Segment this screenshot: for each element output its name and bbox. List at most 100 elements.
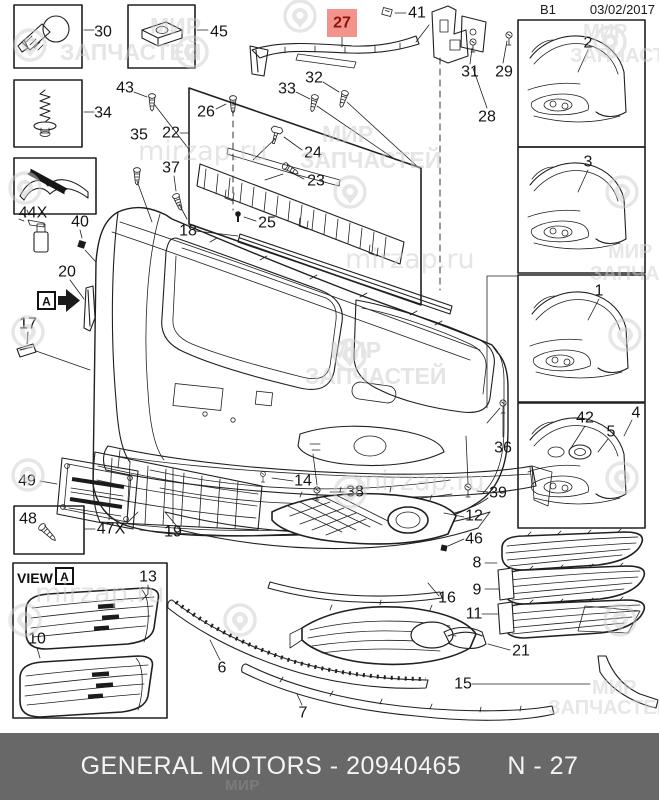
bracket-20 [83, 285, 96, 332]
screw-48-box [13, 505, 85, 555]
callout-25: 25 [258, 215, 276, 232]
view-marker-letter: A [60, 570, 69, 584]
watermark-layer: МИР ЗАПЧАСТЕЙ МИР ЗАПЧАСТЕЙ МИР ЗАПЧАСТЕ… [8, 0, 659, 719]
watermark-site: mirzap.ru [35, 578, 165, 609]
callout-2: 2 [584, 35, 593, 52]
callout-33: 33 [278, 81, 296, 98]
callout-12: 12 [465, 508, 483, 525]
callout-18: 18 [179, 223, 197, 240]
section-marker-a: A [37, 289, 80, 312]
sheet-code: B1 [540, 2, 556, 17]
bracket-28 [415, 5, 487, 64]
pin-14 [260, 471, 266, 483]
watermark-text: МИР [592, 677, 636, 699]
revision-date: 03/02/2017 [590, 2, 655, 17]
screw-23 [280, 161, 301, 177]
callout-8: 8 [473, 555, 482, 572]
molding-15 [597, 655, 659, 709]
watermark-text: ЗАПЧАСТЕЙ [548, 695, 659, 719]
clip-41 [381, 7, 393, 17]
callout-13: 13 [139, 569, 157, 586]
watermark-text: ЗАПЧАСТЕЙ [300, 146, 441, 173]
screw-32 [337, 89, 350, 109]
callout-47X: 47X [97, 521, 126, 538]
callout-24: 24 [304, 145, 322, 162]
watermark-text: МИР [583, 21, 627, 43]
callout-9: 9 [473, 582, 482, 599]
screw-detail-box [13, 79, 83, 148]
callout-43: 43 [116, 80, 134, 97]
callout-26: 26 [197, 104, 215, 121]
callout-46: 46 [465, 531, 483, 548]
watermark-text: МИР [150, 13, 201, 39]
pin-36 [499, 399, 507, 414]
view-a-box: VIEW A [12, 562, 168, 719]
callout-35: 35 [130, 127, 148, 144]
callout-41: 41 [408, 5, 426, 22]
screw-35 [133, 167, 141, 186]
footer-page-ref: N - 27 [507, 752, 579, 780]
footer-bar: GENERAL MOTORS - 20940465 N - 27 МИР [0, 733, 659, 800]
callout-4: 4 [632, 405, 641, 422]
callout-48: 48 [19, 511, 37, 528]
watermark-text: ЗАПЧАСТЕЙ [570, 43, 659, 67]
corner-box-3 [517, 146, 646, 274]
nut-40 [77, 239, 87, 249]
callout-36: 36 [494, 440, 512, 457]
bolt-24 [267, 125, 284, 146]
screw-37 [171, 192, 185, 212]
callout-37: 37 [162, 160, 180, 177]
strip-7 [241, 663, 555, 721]
grille-8 [501, 528, 644, 571]
callout-7: 7 [299, 705, 308, 722]
callout-32: 32 [305, 70, 323, 87]
callout-27: 27 [333, 15, 351, 32]
watermark-text: ЗАПЧАСТЕЙ [60, 38, 201, 65]
grille-10 [19, 655, 154, 718]
manual-reference-box [13, 157, 97, 215]
screw-33 [308, 93, 320, 113]
callout-39: 39 [489, 485, 507, 502]
callout-42: 42 [576, 410, 594, 427]
parts-diagram: A [8, 0, 659, 722]
callout-20: 20 [58, 264, 76, 281]
callout-14: 14 [294, 473, 312, 490]
footer-title: GENERAL MOTORS - 20940465 [80, 752, 462, 780]
impact-beam-19 [103, 445, 553, 507]
callout-30: 30 [94, 24, 112, 41]
watermark-text: МИР [322, 121, 373, 147]
bracket-21 [443, 626, 487, 650]
callout-1: 1 [595, 283, 604, 300]
corner-box-4 [517, 402, 646, 529]
callout-28: 28 [478, 109, 496, 126]
screw-43 [148, 93, 156, 112]
callout-34: 34 [94, 105, 112, 122]
callout-22: 22 [162, 125, 180, 142]
callout-21: 21 [512, 643, 530, 660]
fog-grille-assembly [271, 486, 457, 552]
absorber-box [188, 87, 453, 315]
rivet-25 [235, 211, 241, 222]
callout-40: 40 [71, 214, 89, 231]
watermark-texts: МИР ЗАПЧАСТЕЙ МИР ЗАПЧАСТЕЙ МИР ЗАПЧАСТЕ… [35, 13, 659, 719]
callout-29: 29 [495, 64, 513, 81]
callout-11: 11 [466, 606, 483, 623]
trim-strip-16 [267, 581, 443, 604]
callout-3: 3 [584, 154, 593, 171]
leader-lines [26, 12, 633, 706]
callout-44X: 44X [19, 205, 48, 222]
plate-bracket-49 [56, 457, 139, 530]
section-marker-letter: A [42, 295, 51, 309]
highlighted-callout-box [327, 9, 357, 37]
callout-45: 45 [210, 24, 228, 41]
watermark-site: mirzap.ru [345, 244, 475, 275]
callout-6: 6 [218, 660, 227, 677]
lower-fog-grille [289, 599, 477, 666]
callout-19: 19 [164, 524, 182, 541]
watermark-text: ЗАПЧАСТЕЙ [590, 261, 659, 285]
watermark-text: МИР [330, 337, 381, 363]
callout-23: 23 [307, 173, 325, 190]
callout-5: 5 [607, 424, 616, 441]
